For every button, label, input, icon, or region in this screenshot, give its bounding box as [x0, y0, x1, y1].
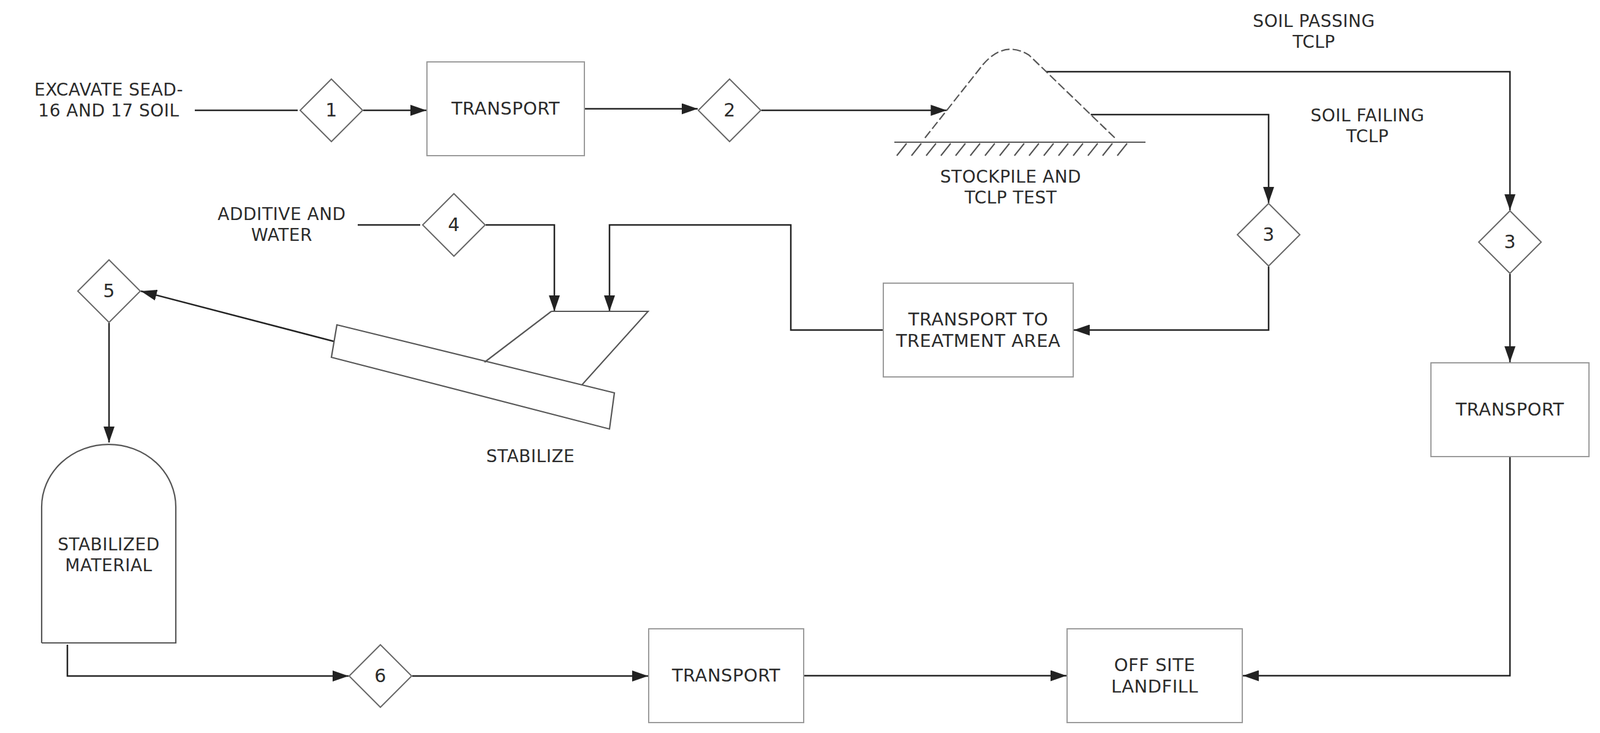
- step-diamond: 2: [697, 78, 762, 143]
- node-text: TRANSPORT TO TREATMENT AREA: [892, 308, 1065, 352]
- equipment-stroke: [41, 444, 176, 643]
- step-number: 3: [1262, 223, 1275, 246]
- step-number: 3: [1503, 230, 1517, 253]
- feed-line: [357, 224, 421, 227]
- flow-arrow: [1046, 71, 1510, 211]
- flow-arrow: [609, 224, 883, 331]
- step-diamond: 5: [77, 259, 141, 323]
- equipment-shape: STOCKPILE AND TCLP TEST: [882, 36, 1140, 233]
- step-diamond: 6: [348, 643, 413, 708]
- diamond-shape: [300, 79, 363, 142]
- node-text: OFF SITE LANDFILL: [1076, 654, 1234, 698]
- flow-arrow: [363, 109, 427, 112]
- equipment-stroke: [484, 311, 649, 385]
- step-diamond: 1: [299, 78, 364, 143]
- flow-arrow: [1073, 266, 1269, 331]
- flow-arrow: [1509, 273, 1512, 363]
- caption-holder: STOCKPILE AND TCLP TEST: [918, 166, 1103, 208]
- step-number: 6: [374, 664, 387, 687]
- flow-arrow: [108, 322, 111, 443]
- diamond-shape: [77, 259, 141, 323]
- input-label: EXCAVATE SEAD-16 AND 17 SOIL: [30, 79, 187, 121]
- process-box: TRANSPORT: [648, 627, 805, 723]
- flow-arrow: [584, 107, 698, 110]
- node-text: TRANSPORT: [451, 98, 560, 120]
- flow-arrow: [761, 109, 947, 112]
- flow-arrow: [412, 675, 649, 677]
- caption-holder: STABILIZE: [469, 445, 592, 467]
- diamond-shape: [422, 193, 486, 257]
- feed-line: [194, 109, 298, 112]
- step-number: 2: [723, 99, 736, 122]
- equipment-shape: STABILIZE: [324, 306, 656, 478]
- flow-arrow: [804, 674, 1067, 677]
- step-number: 1: [325, 99, 338, 122]
- step-diamond: 4: [422, 192, 486, 257]
- flow-arrow: [67, 644, 349, 676]
- equipment-stroke: [331, 324, 615, 429]
- equipment-stroke: [924, 49, 1115, 138]
- node-text: STABILIZE: [469, 445, 592, 467]
- equipment-stroke: [894, 142, 1146, 156]
- flow-arrow: [1242, 456, 1510, 676]
- step-diamond: 3: [1478, 210, 1542, 274]
- process-box: TRANSPORT: [1430, 362, 1590, 457]
- process-box: OFF SITE LANDFILL: [1066, 627, 1243, 723]
- diamond-shape: [1237, 203, 1300, 266]
- input-label: ADDITIVE AND WATER: [208, 203, 356, 246]
- step-number: 5: [102, 279, 116, 302]
- flow-label: SOIL PASSING TCLP: [1249, 11, 1379, 53]
- step-diamond: 3: [1236, 202, 1301, 267]
- flow-arrow: [1090, 114, 1269, 203]
- node-text: TRANSPORT: [1455, 398, 1564, 421]
- diamond-shape: [698, 79, 761, 142]
- process-box: TRANSPORT: [426, 61, 585, 157]
- process-box: TRANSPORT TO TREATMENT AREA: [882, 282, 1074, 378]
- flow-arrow: [485, 224, 555, 312]
- flow-arrow: [140, 290, 334, 342]
- diamond-shape: [349, 644, 412, 707]
- node-text: STOCKPILE AND TCLP TEST: [918, 166, 1103, 208]
- diamond-shape: [1478, 210, 1542, 274]
- node-text: STABILIZED MATERIAL: [45, 534, 172, 576]
- equipment-shape: STABILIZED MATERIAL: [39, 442, 178, 645]
- step-number: 4: [447, 213, 461, 236]
- flow-label: SOIL FAILING TCLP: [1304, 105, 1431, 147]
- caption-holder: STABILIZED MATERIAL: [45, 534, 172, 576]
- node-text: TRANSPORT: [671, 664, 781, 687]
